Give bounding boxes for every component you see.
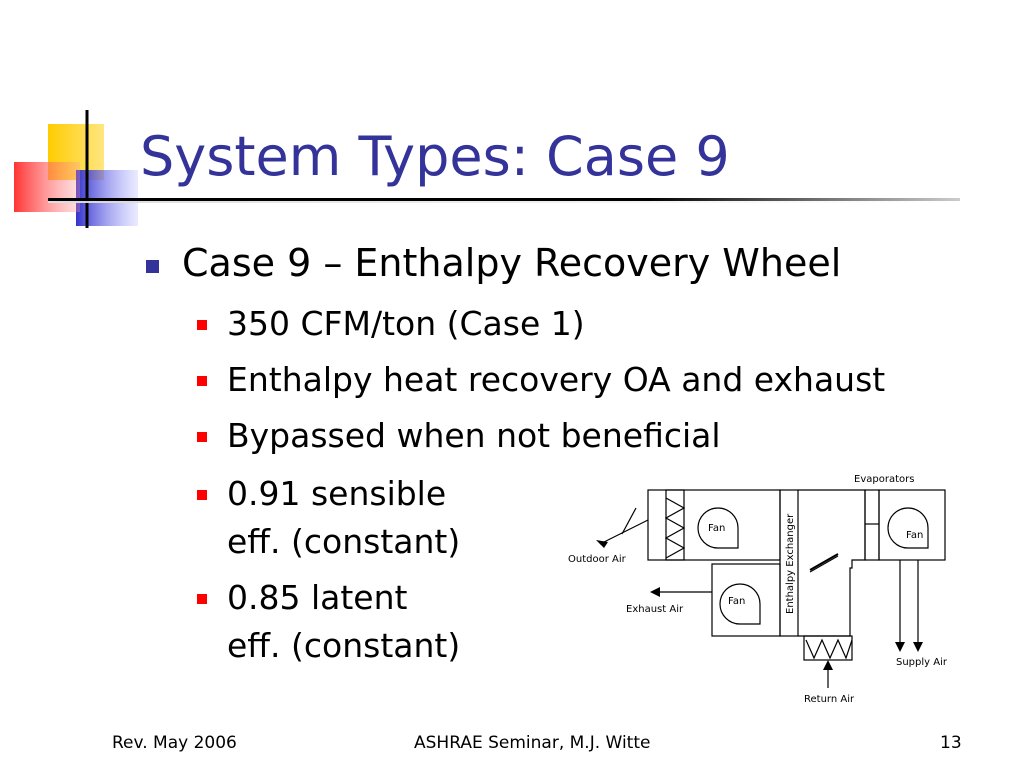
- square-bullet-icon: [197, 320, 207, 330]
- outdoor-arrowhead: [596, 540, 608, 548]
- label-outdoor-fan: Fan: [708, 523, 725, 534]
- sub-bullet-text: 0.85 latent: [227, 578, 408, 617]
- square-bullet-icon: [146, 260, 159, 273]
- supply-duct: [878, 489, 946, 561]
- bypass-damper: [809, 553, 839, 571]
- label-exhaust-air: Exhaust Air: [626, 604, 684, 615]
- supply-arrowhead-2: [913, 642, 923, 652]
- mixing-chamber: [798, 489, 866, 637]
- exhaust-fan-housing: [719, 583, 761, 625]
- footer-date: Rev. May 2006: [112, 733, 237, 753]
- evaporator-coil: [864, 489, 880, 561]
- outdoor-filter-zigzag: [664, 497, 686, 559]
- supply-arrowhead-1: [895, 642, 905, 652]
- square-bullet-icon: [197, 594, 207, 604]
- outdoor-air-damper: [621, 507, 637, 535]
- main-bullet-text: Case 9 – Enthalpy Recovery Wheel: [182, 241, 842, 285]
- return-arrowhead: [823, 660, 833, 670]
- enthalpy-exchanger-box: [779, 489, 799, 637]
- sub-bullet-text-continued: eff. (constant): [227, 522, 461, 561]
- exhaust-arrowhead: [650, 587, 660, 597]
- supply-fan-housing: [887, 507, 929, 549]
- sub-bullet-text: Enthalpy heat recovery OA and exhaust: [227, 360, 886, 399]
- label-supply-fan: Fan: [906, 530, 923, 541]
- exhaust-duct: [711, 563, 781, 637]
- slide-title: System Types: Case 9: [140, 125, 730, 188]
- sub-bullet-text: Bypassed when not beneficial: [227, 416, 721, 455]
- outdoor-filter: [665, 489, 685, 561]
- title-underline-shadow: [48, 201, 960, 203]
- label-supply-air: Supply Air: [896, 657, 948, 668]
- return-filter-zigzag: [805, 638, 853, 660]
- sub-bullet-text: 350 CFM/ton (Case 1): [227, 304, 585, 343]
- slide-number: 13: [940, 733, 962, 753]
- deco-red-square: [14, 162, 80, 212]
- label-exhaust-fan: Fan: [728, 596, 745, 607]
- hvac-schematic: Evaporators Fan Fan Fan Outdoor Air Exha…: [568, 474, 948, 705]
- title-underline: [48, 198, 960, 201]
- label-outdoor-air: Outdoor Air: [568, 554, 627, 565]
- label-enthalpy-exchanger: Enthalpy Exchanger: [785, 513, 796, 614]
- outdoor-fan-housing: [697, 507, 739, 549]
- footer-presenter: ASHRAE Seminar, M.J. Witte: [414, 733, 651, 753]
- sub-bullet-text: 0.91 sensible: [227, 474, 447, 513]
- label-return-air: Return Air: [804, 694, 855, 705]
- square-bullet-icon: [197, 490, 207, 500]
- outdoor-air-arrow: [599, 519, 649, 545]
- label-evaporators: Evaporators: [854, 474, 914, 485]
- square-bullet-icon: [197, 432, 207, 442]
- bypass-damper-edge: [809, 555, 839, 573]
- title-decoration: [14, 110, 138, 228]
- sub-bullet-text-continued: eff. (constant): [227, 626, 461, 665]
- square-bullet-icon: [197, 376, 207, 386]
